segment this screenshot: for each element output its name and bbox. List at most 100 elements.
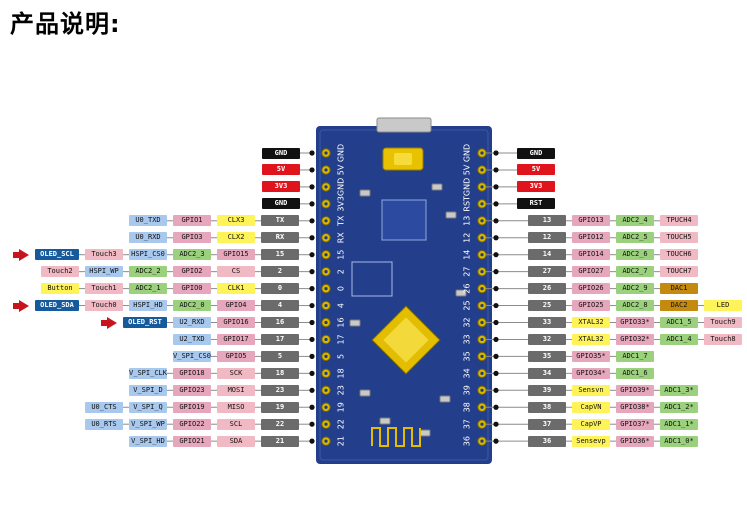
func-label-left: SCL [217, 418, 255, 430]
pin-label-left: 2 [261, 266, 299, 278]
pin-label-left: 23 [261, 384, 299, 396]
pin-label-left: 5V [262, 164, 300, 176]
func-label-right: Touch9 [704, 317, 742, 328]
func-label-left: V_SPI_HD [129, 435, 167, 447]
esp32-board: GND5VGND3V3TXRX15204161751823192221GND5V… [316, 117, 492, 464]
pin-label-left: 18 [261, 367, 299, 379]
header-hole [480, 405, 484, 409]
func-label-left: U0_TXD [129, 215, 167, 227]
wire-right-dot [493, 421, 499, 427]
pin-label-left: TX [261, 215, 299, 227]
silkscreen-right-label: 5V [463, 164, 472, 175]
silkscreen-right-label: 33 [463, 334, 472, 344]
func-label-left: ADC2_2 [129, 266, 167, 278]
silkscreen-left-label: 5 [337, 354, 346, 359]
func-label-left: ADC2_0 [173, 300, 211, 312]
func-label-right: GPIO38* [616, 401, 654, 413]
chip-footprint [351, 261, 393, 297]
silkscreen-left-label: TX [337, 215, 346, 227]
pin-wires [79, 150, 704, 444]
func-label-right: ADC1_0* [660, 435, 698, 447]
func-label-right: GPIO13 [572, 215, 610, 227]
func-label-right: ADC1_5 [660, 317, 698, 328]
func-label-left: GPIO16 [217, 317, 255, 328]
func-label-right: DAC1 [660, 283, 698, 295]
func-label-right: ADC2_6 [616, 249, 654, 261]
chip-upper [381, 199, 427, 241]
func-label-left: OLED_RST [123, 317, 167, 328]
func-label-right: TOUCH5 [660, 232, 698, 244]
func-label-left: GPIO3 [173, 232, 211, 244]
smd-part [379, 417, 391, 425]
pin-label-left: 5 [261, 350, 299, 362]
func-label-left: GPIO0 [173, 283, 211, 295]
smd-part [445, 211, 457, 219]
header-hole [324, 219, 328, 223]
func-label-left: MISO [217, 401, 255, 413]
pin-label-left: 19 [261, 401, 299, 413]
smd-part [439, 395, 451, 403]
silkscreen-right-label: 37 [463, 419, 472, 429]
wire-left-dot [309, 286, 315, 292]
header-hole [324, 354, 328, 358]
func-label-right: GPIO36* [616, 435, 654, 447]
wire-left-dot [309, 319, 315, 326]
func-label-right: Touch8 [704, 333, 742, 345]
silkscreen-left-label: 2 [337, 269, 346, 274]
pin-label-right: 34 [528, 367, 566, 379]
pin-label-right: 35 [528, 350, 566, 362]
wire-left-dot [309, 167, 315, 173]
silkscreen-right-label: 27 [463, 267, 472, 277]
silkscreen-left-label: GND [337, 178, 346, 196]
pcb-body [316, 126, 492, 464]
func-label-left: V_SPI_CLK [129, 367, 167, 379]
func-label-right: GPIO32* [616, 333, 654, 345]
func-label-left: ADC2_1 [129, 283, 167, 295]
red-arrow-icon [13, 299, 29, 312]
wire-right-dot [493, 370, 499, 376]
pin-label-right: RST [517, 198, 555, 210]
header-hole [324, 185, 328, 189]
wire-right-dot [493, 336, 499, 343]
func-label-right: GPIO25 [572, 300, 610, 312]
func-label-left: CLX3 [217, 215, 255, 227]
func-label-left: GPIO17 [217, 333, 255, 345]
wire-left-dot [309, 421, 315, 427]
func-label-right: GPIO12 [572, 232, 610, 244]
antenna-trace [371, 427, 421, 447]
silkscreen-left-label: 16 [337, 317, 346, 327]
func-label-right: ADC1_1* [660, 418, 698, 430]
wire-right-dot [493, 319, 499, 326]
func-label-right: GPIO27 [572, 266, 610, 278]
header-hole [324, 388, 328, 392]
silkscreen-right-label: 34 [463, 368, 472, 378]
silkscreen-right-label: GND [463, 144, 472, 162]
func-label-left: Touch1 [85, 283, 123, 295]
header-hole [324, 270, 328, 274]
wire-left-dot [309, 438, 315, 444]
main-chip [371, 305, 441, 375]
func-label-right: GPIO33* [616, 317, 654, 328]
silkscreen-right-label: 14 [463, 250, 472, 260]
func-label-right: Sensvn [572, 384, 610, 396]
header-hole [324, 320, 328, 325]
func-label-right: GPIO37* [616, 418, 654, 430]
func-label-right: GPIO34* [572, 367, 610, 379]
func-label-right: GPIO14 [572, 249, 610, 261]
header-hole [480, 388, 484, 392]
header-hole [480, 270, 484, 274]
silkscreen-right-label: 39 [463, 385, 472, 395]
header-hole [324, 303, 328, 308]
func-label-right: CapVN [572, 401, 610, 413]
wire-right-dot [493, 218, 499, 224]
wire-left-dot [309, 370, 315, 376]
func-label-left: HSPI_WP [85, 266, 123, 278]
header-hole [480, 439, 484, 443]
silkscreen-left-label: 22 [337, 419, 346, 429]
header-hole [324, 371, 328, 375]
func-label-right: TOUCH7 [660, 266, 698, 278]
func-label-left: OLED_SDA [35, 300, 79, 312]
header-hole [480, 337, 484, 342]
red-arrow-icon [101, 316, 117, 329]
wire-right-dot [493, 387, 499, 393]
